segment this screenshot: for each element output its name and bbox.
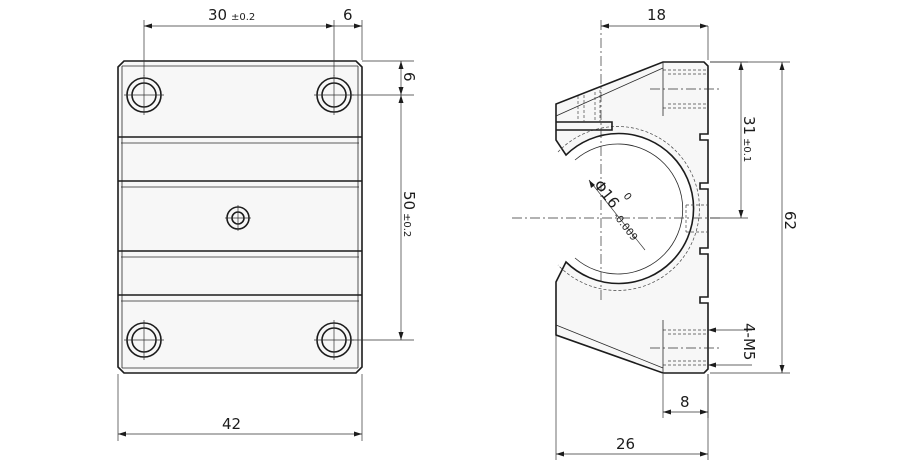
dim-hole-spacing-tol: ±0.2 bbox=[231, 12, 255, 23]
dim-total-width-value: 26 bbox=[616, 435, 635, 453]
bore-seal-line bbox=[557, 126, 700, 291]
dim-hole-offset-y: 6 bbox=[352, 60, 418, 96]
dim-bore-tol-lower: -0.009 bbox=[611, 211, 640, 243]
dim-total-height: 62 bbox=[710, 61, 799, 374]
dim-vertical-spacing-value: 50 bbox=[400, 191, 418, 210]
dim-thread-depth: 8 bbox=[662, 374, 709, 418]
dim-mid-height-value: 31 bbox=[740, 116, 758, 135]
mounting-hole-bottom-left bbox=[124, 320, 164, 360]
dim-mid-height: 31 ±0.1 bbox=[710, 61, 758, 219]
dim-thread-depth-value: 8 bbox=[680, 393, 690, 411]
dim-top-width-value: 18 bbox=[647, 6, 666, 24]
dim-hole-offset-x: 6 bbox=[334, 6, 363, 60]
side-view: 18 31 ±0.1 62 Φ16 0 -0.009 bbox=[512, 6, 799, 460]
mounting-hole-bottom-right bbox=[314, 320, 354, 360]
dim-hole-offset-y-value: 6 bbox=[400, 72, 418, 82]
dim-width-value: 42 bbox=[222, 415, 241, 433]
dim-total-height-value: 62 bbox=[781, 211, 799, 230]
dim-thread: 4-M5 bbox=[708, 323, 758, 368]
dim-top-width: 18 bbox=[601, 6, 709, 60]
front-grooves bbox=[118, 136, 362, 302]
chamfer-line-bottom bbox=[555, 324, 664, 369]
dim-hole-spacing-value: 30 bbox=[208, 6, 227, 24]
front-inner-outline bbox=[121, 65, 359, 369]
side-body-outline bbox=[555, 61, 709, 374]
mounting-hole-top-left bbox=[124, 75, 164, 115]
bore-inner-line bbox=[574, 143, 684, 275]
mounting-hole-top-right bbox=[314, 75, 354, 115]
dim-width: 42 bbox=[117, 374, 363, 441]
center-lube-hole bbox=[225, 205, 251, 231]
threaded-hole-top bbox=[650, 62, 720, 116]
dim-bore: Φ16 0 -0.009 bbox=[588, 176, 646, 251]
chamfer-line bbox=[555, 67, 664, 117]
dim-hole-offset-x-value: 6 bbox=[343, 6, 353, 24]
dim-vertical-spacing: 50 ±0.2 bbox=[352, 95, 418, 341]
dim-total-width: 26 bbox=[555, 336, 709, 460]
dim-hole-spacing: 30 ±0.2 bbox=[143, 6, 335, 76]
threaded-hole-bottom bbox=[650, 320, 720, 373]
mid-hidden-hole bbox=[685, 204, 708, 233]
front-view: 30 ±0.2 6 6 50 ±0.2 42 bbox=[117, 6, 418, 441]
dim-bore-tol-upper: 0 bbox=[621, 191, 634, 203]
dim-thread-value: 4-M5 bbox=[740, 323, 758, 360]
dim-vertical-spacing-tol: ±0.2 bbox=[401, 213, 412, 237]
dim-bore-value: Φ16 bbox=[590, 176, 623, 211]
dim-mid-height-tol: ±0.1 bbox=[741, 138, 752, 162]
top-hidden-pin bbox=[577, 90, 601, 122]
